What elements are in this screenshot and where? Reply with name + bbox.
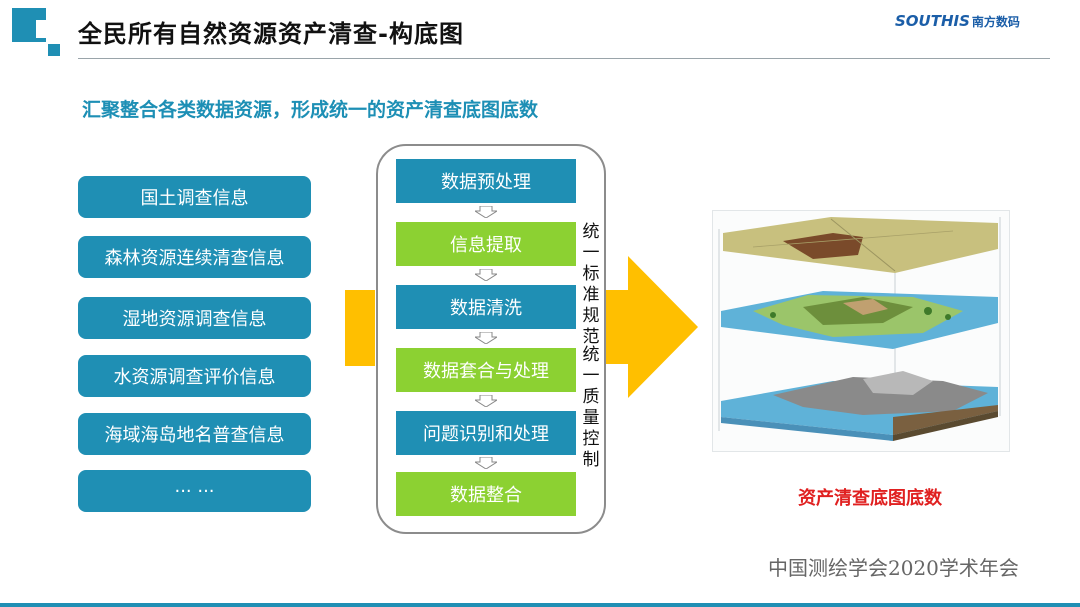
image-caption: 资产清查底图底数 bbox=[798, 488, 942, 509]
logo-square-cutout bbox=[36, 20, 54, 38]
down-arrow-icon bbox=[475, 457, 497, 469]
down-arrow-icon bbox=[475, 206, 497, 218]
output-arrow-icon bbox=[606, 256, 698, 398]
source-box-wetland: 湿地资源调查信息 bbox=[78, 297, 311, 339]
input-arrow-stub bbox=[345, 290, 375, 366]
layer-stack-illustration bbox=[718, 217, 1001, 441]
header-divider bbox=[78, 58, 1050, 59]
step-extract: 信息提取 bbox=[396, 222, 576, 266]
conference-footer: 中国测绘学会2020学术年会 bbox=[768, 556, 1019, 580]
source-box-land-survey: 国土调查信息 bbox=[78, 176, 311, 218]
step-preprocess: 数据预处理 bbox=[396, 159, 576, 203]
bottom-bar bbox=[0, 603, 1080, 607]
page-title: 全民所有自然资源资产清查-构底图 bbox=[78, 20, 464, 48]
brand-name-cn: 南方数码 bbox=[971, 15, 1020, 29]
step-issue: 问题识别和处理 bbox=[396, 411, 576, 455]
source-box-forest: 森林资源连续清查信息 bbox=[78, 236, 311, 278]
source-box-water: 水资源调查评价信息 bbox=[78, 355, 311, 397]
side-label-standard: 统一标准规范 bbox=[582, 222, 600, 347]
logo-square-small bbox=[48, 44, 60, 56]
side-label-quality: 统一质量控制 bbox=[582, 345, 600, 470]
down-arrow-icon bbox=[475, 395, 497, 407]
down-arrow-icon bbox=[475, 332, 497, 344]
step-integrate: 数据整合 bbox=[396, 472, 576, 516]
slide-subtitle: 汇聚整合各类数据资源，形成统一的资产清查底图底数 bbox=[82, 99, 539, 121]
layered-map-image bbox=[712, 210, 1010, 452]
step-overlay: 数据套合与处理 bbox=[396, 348, 576, 392]
source-box-more: ··· ··· bbox=[78, 470, 311, 512]
source-box-sea-island: 海域海岛地名普查信息 bbox=[78, 413, 311, 455]
step-clean: 数据清洗 bbox=[396, 285, 576, 329]
brand-name-en: SOUTHIS bbox=[895, 12, 970, 30]
down-arrow-icon bbox=[475, 269, 497, 281]
